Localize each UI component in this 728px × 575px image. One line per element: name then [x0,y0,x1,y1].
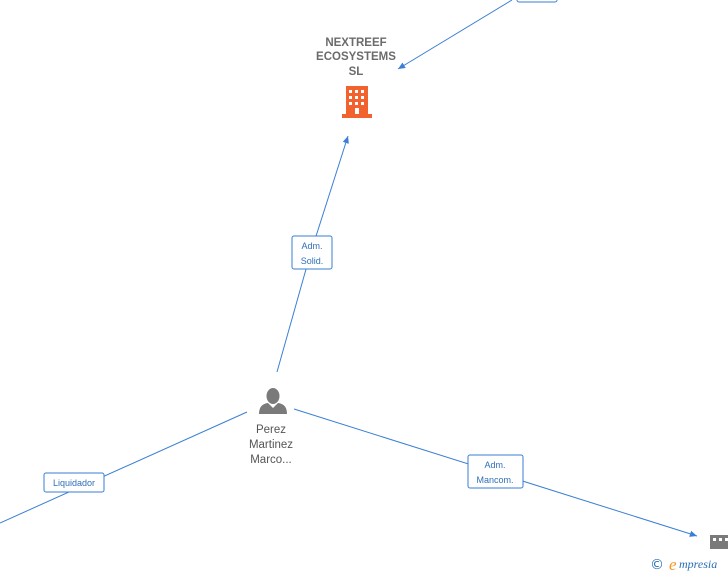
edge-offscreen-to-company [397,0,513,70]
company-node[interactable]: NEXTREEF ECOSYSTEMS SL [316,37,396,118]
edge-label-liquidador-text: Liquidador [53,478,95,488]
company-name-line2: ECOSYSTEMS [316,51,396,63]
edge-label-adm-mancom-line1: Adm. [484,460,505,470]
brand-logo-text: mpresia [679,557,717,571]
person-name-line2: Martinez [249,439,293,451]
brand-footer: © e mpresia [650,555,717,574]
edge-label-liquidador[interactable]: Liquidador [43,472,105,493]
edge-person-to-offscreen-left [0,411,248,524]
edge-label-adm-solid-line2: Solid. [301,256,324,266]
person-node[interactable]: Perez Martinez Marco... [249,388,293,466]
copyright-symbol: © [650,557,664,573]
edge-label-adm-mancom-line2: Mancom. [476,475,513,485]
edge-label-adm-solid-line1: Adm. [301,241,322,251]
company-name-line3: SL [349,66,364,78]
brand-logo-initial: e [669,555,677,574]
partial-company-node[interactable] [710,535,728,549]
building-icon [342,86,372,118]
company-name-line1: NEXTREEF [325,37,386,49]
person-name-line1: Perez [256,424,286,436]
person-icon [259,388,287,414]
edge-label-offscreen[interactable] [516,0,558,3]
person-name-line3: Marco... [250,454,292,466]
edge-label-adm-mancom[interactable]: Adm. Mancom. [467,454,524,489]
edge-label-adm-solid[interactable]: Adm. Solid. [291,235,333,270]
building-icon [710,535,728,549]
